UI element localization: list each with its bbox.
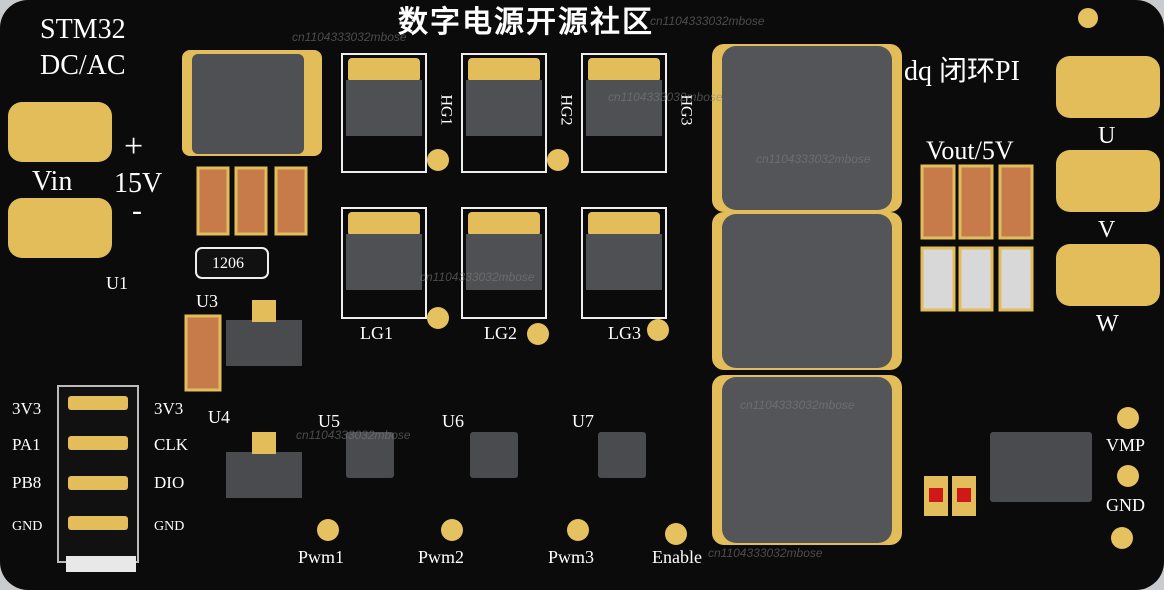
header-pin bbox=[68, 476, 128, 490]
label-u6: U6 bbox=[442, 411, 464, 431]
label-plus: + bbox=[124, 128, 144, 165]
label-dcac: DC/AC bbox=[40, 50, 126, 81]
board-title: 数字电源开源社区 bbox=[398, 6, 654, 39]
label-enable: Enable bbox=[652, 547, 702, 567]
label-u5: U5 bbox=[318, 411, 340, 431]
watermark: cn1104333032mbose bbox=[740, 398, 855, 412]
label-minus: - bbox=[132, 194, 142, 227]
watermark: cn1104333032mbose bbox=[708, 546, 823, 560]
watermark: cn1104333032mbose bbox=[650, 14, 765, 28]
label-lg2: LG2 bbox=[484, 323, 517, 343]
header-right-dio: DIO bbox=[154, 473, 185, 492]
label-w: W bbox=[1096, 311, 1119, 337]
label-1206: 1206 bbox=[212, 255, 244, 272]
label-hg2: HG2 bbox=[557, 94, 575, 126]
label-pwm1: Pwm1 bbox=[298, 547, 345, 567]
label-v: V bbox=[1098, 217, 1116, 243]
header-left-3v3: 3V3 bbox=[12, 399, 42, 418]
label-lg1: LG1 bbox=[360, 323, 393, 343]
label-vmp: VMP bbox=[1106, 435, 1146, 455]
header-pin bbox=[68, 436, 128, 450]
watermark: cn1104333032mbose bbox=[608, 90, 723, 104]
watermark: cn1104333032mbose bbox=[420, 270, 535, 284]
label-vout: Vout/5V bbox=[926, 136, 1014, 165]
header-right-clk: CLK bbox=[154, 435, 188, 454]
label-u3: U3 bbox=[196, 291, 218, 311]
label-pwm3: Pwm3 bbox=[548, 547, 595, 567]
watermark: cn1104333032mbose bbox=[756, 152, 871, 166]
header-pin bbox=[68, 516, 128, 530]
label-u1: U1 bbox=[106, 273, 128, 293]
label-lg3: LG3 bbox=[608, 323, 641, 343]
label-stm32: STM32 bbox=[40, 14, 126, 45]
header-left-pa1: PA1 bbox=[12, 435, 41, 454]
header-right-gnd: GND bbox=[154, 519, 185, 534]
label-15v: 15V bbox=[114, 168, 163, 199]
label-u4: U4 bbox=[208, 407, 230, 427]
label-vin: Vin bbox=[32, 166, 73, 197]
label-dq-pi: dq 闭环PI bbox=[904, 56, 1020, 87]
label-hg1: HG1 bbox=[437, 94, 455, 126]
watermark: cn1104333032mbose bbox=[292, 30, 407, 44]
label-pwm2: Pwm2 bbox=[418, 547, 465, 567]
header-right-3v3: 3V3 bbox=[154, 399, 184, 418]
header-left-pb8: PB8 bbox=[12, 473, 42, 492]
header-left-gnd: GND bbox=[12, 519, 43, 534]
header-pin bbox=[68, 396, 128, 410]
label-u: U bbox=[1098, 123, 1116, 149]
label-u7: U7 bbox=[572, 411, 594, 431]
label-gnd-right: GND bbox=[1106, 495, 1145, 515]
watermark: cn1104333032mbose bbox=[296, 428, 411, 442]
